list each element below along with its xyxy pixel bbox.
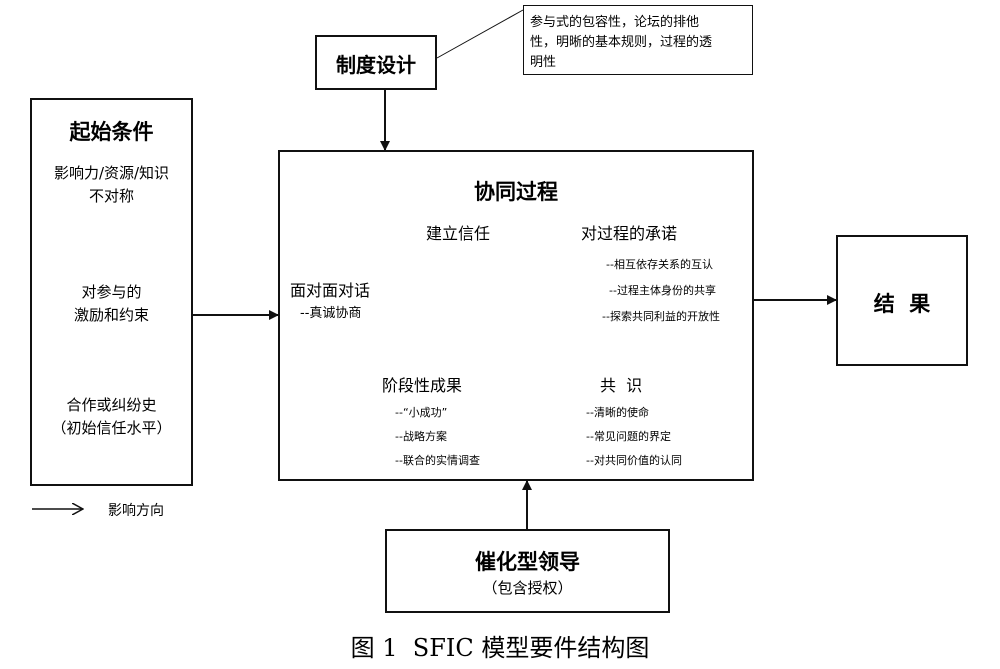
commitment-item-2: --过程主体身份的共享 (609, 284, 716, 297)
commitment-label: 对过程的承诺 (581, 224, 678, 243)
outcomes-box (836, 235, 968, 366)
leadership-title: 催化型领导 (475, 550, 580, 574)
institutional-design-title: 制度设计 (336, 53, 416, 77)
asymmetry-text-2: 不对称 (88, 187, 134, 205)
commitment-item-3: --探索共同利益的开放性 (602, 310, 720, 323)
collaborative-process-title: 协同过程 (474, 180, 558, 204)
design-note-line2: 性，明晰的基本规则，过程的透 (530, 35, 713, 50)
institutional-design-box (315, 35, 437, 90)
intermediate-outcomes-label: 阶段性成果 (382, 376, 463, 395)
history-text-1: 合作或纠纷史 (66, 396, 157, 414)
leadership-subtitle: （包含授权） (482, 579, 573, 597)
note-connector-line (436, 9, 524, 59)
understanding-item-3: --对共同价值的认同 (586, 454, 682, 467)
design-note-box (523, 5, 753, 75)
initial-conditions-title: 起始条件 (69, 120, 154, 144)
face-to-face-label: 面对面对话 (290, 281, 371, 300)
incentives-text-2: 激励和约束 (73, 306, 149, 324)
understanding-item-1: --清晰的使命 (586, 406, 649, 419)
legend-label: 影响方向 (108, 503, 164, 519)
collaborative-process-box (278, 150, 754, 481)
face-to-face-sub: --真诚协商 (300, 306, 362, 321)
commitment-item-1: --相互依存关系的互认 (606, 258, 713, 271)
shared-understanding-label: 共 识 (600, 376, 643, 395)
outcomes-item-1: --“小成功” (395, 406, 448, 419)
asymmetry-text-1: 影响力/资源/知识 (53, 164, 170, 182)
outcomes-item-2: --战略方案 (395, 430, 447, 443)
facilitative-leadership-box (385, 529, 670, 613)
design-note-line1: 参与式的包容性，论坛的排他 (530, 15, 700, 30)
outcomes-title: 结 果 (873, 292, 931, 316)
trust-building-label: 建立信任 (426, 224, 491, 243)
figure-caption: 图 1 SFIC 模型要件结构图 (350, 634, 650, 662)
history-text-2: （初始信任水平） (51, 419, 172, 437)
design-note-line3: 明性 (530, 55, 557, 70)
initial-conditions-box (30, 98, 193, 486)
outcomes-item-3: --联合的实情调查 (395, 454, 480, 467)
understanding-item-2: --常见问题的界定 (586, 430, 671, 443)
incentives-text-1: 对参与的 (81, 283, 142, 301)
